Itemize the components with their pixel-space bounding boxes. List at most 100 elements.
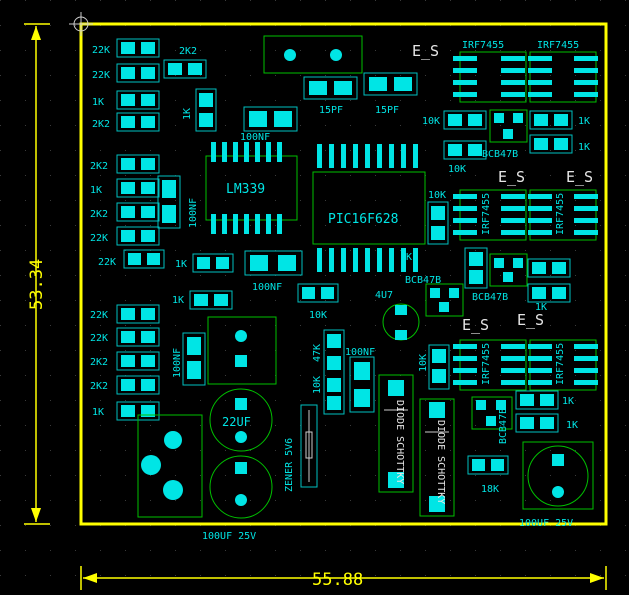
capacitor-15pf-1[interactable] (303, 76, 358, 100)
resistor-r29[interactable] (527, 258, 571, 278)
label-c-100nf-top: 100NF (240, 132, 270, 143)
resistor-r24[interactable] (529, 110, 573, 130)
height-dimension-label: 53.34 (27, 259, 47, 310)
capacitor-100nf-v[interactable] (157, 175, 181, 229)
resistor-r6[interactable] (195, 88, 217, 132)
label-4u7: 4U7 (375, 290, 393, 301)
mosfet-irf-4[interactable] (528, 189, 598, 241)
label-irf-5: IRF7455 (481, 343, 492, 385)
resistor-r9[interactable] (116, 202, 160, 222)
schottky-diode-1[interactable] (378, 374, 414, 493)
label-r27: 10K (428, 190, 446, 201)
resistor-r20[interactable] (323, 329, 345, 415)
label-irf-2: IRF7455 (537, 40, 579, 51)
resistor-r26[interactable] (529, 134, 573, 154)
resistor-r18[interactable] (116, 375, 160, 395)
resistor-r11[interactable] (123, 249, 165, 269)
resistor-r23[interactable] (443, 110, 487, 130)
capacitor-100uf-1[interactable] (209, 455, 273, 519)
capacitor-100uf-2[interactable] (522, 441, 594, 510)
board-outline[interactable] (79, 22, 608, 526)
resistor-r8[interactable] (116, 178, 160, 198)
resistor-r28[interactable] (464, 247, 488, 289)
label-r32: 1K (566, 420, 578, 431)
resistor-r3[interactable] (163, 59, 207, 79)
label-r8: 1K (90, 185, 102, 196)
resistor-r1[interactable] (116, 38, 160, 58)
label-r18: 2K2 (90, 381, 108, 392)
inductor-4u7[interactable] (382, 303, 420, 341)
label-r13: 1K (172, 295, 184, 306)
label-r33: 18K (481, 484, 499, 495)
resistor-r13[interactable] (189, 290, 233, 310)
resistor-r30[interactable] (527, 283, 571, 303)
resistor-r22[interactable] (428, 344, 450, 390)
transistor-bcb-3[interactable] (425, 283, 464, 317)
resistor-r31[interactable] (515, 390, 559, 410)
resistor-r19[interactable] (116, 401, 160, 421)
label-irf-1: IRF7455 (462, 40, 504, 51)
resistor-r33[interactable] (467, 455, 509, 475)
label-c-100uf-2: 100UF 25V (519, 518, 573, 529)
width-dimension-label: 55.88 (312, 570, 363, 590)
capacitor-100nf-top[interactable] (243, 106, 298, 132)
label-irf-6: IRF7455 (555, 343, 566, 385)
label-bcb-1: BCB47B (482, 149, 518, 160)
resistor-r14[interactable] (297, 283, 339, 303)
resistor-r17[interactable] (116, 351, 160, 371)
label-r-1k-h: 1K (400, 252, 412, 263)
resistor-r7[interactable] (116, 154, 160, 174)
transistor-bcb-1[interactable] (489, 109, 528, 143)
label-e-s-2: E_S (498, 168, 525, 186)
resistor-r4[interactable] (116, 90, 160, 110)
label-bcb-3: BCB47B (472, 292, 508, 303)
capacitor-lm-bottom[interactable] (244, 250, 303, 276)
mosfet-irf-6[interactable] (528, 339, 598, 391)
label-r4: 1K (92, 97, 104, 108)
transistor-bcb-4[interactable] (471, 396, 513, 430)
label-e-s-4: E_S (462, 316, 489, 334)
mosfet-irf-2[interactable] (528, 51, 598, 103)
vertical-dimension (24, 23, 50, 525)
ic-pic16f628[interactable] (312, 144, 426, 272)
crystal-footprint[interactable] (263, 35, 363, 74)
label-irf-3: IRF7455 (481, 193, 492, 235)
label-diode-1: DIODE SCHOTTKY (394, 400, 405, 484)
resistor-r15[interactable] (116, 304, 160, 324)
mosfet-irf-3[interactable] (453, 189, 527, 241)
label-e-s-3: E_S (566, 168, 593, 186)
capacitor-100nf-d[interactable] (349, 356, 375, 413)
label-diode-2: DIODE SCHOTTKY (435, 420, 446, 504)
label-r24: 1K (578, 116, 590, 127)
capacitor-100nf-c[interactable] (182, 332, 206, 386)
label-e-s-1: E_S (412, 42, 439, 60)
ic-lm339[interactable] (205, 142, 298, 234)
label-r15: 22K (90, 310, 108, 321)
resistor-r25[interactable] (443, 140, 487, 160)
label-e-s-5: E_S (517, 311, 544, 329)
label-zener: ZENER 5V6 (284, 438, 295, 492)
label-r7: 2K2 (90, 161, 108, 172)
label-c-100nf-c: 100NF (172, 348, 183, 378)
mosfet-irf-5[interactable] (453, 339, 527, 391)
label-r16: 22K (90, 333, 108, 344)
label-c-15pf-2: 15PF (375, 105, 399, 116)
resistor-r10[interactable] (116, 226, 160, 246)
resistor-r32[interactable] (515, 413, 559, 433)
resistor-r5[interactable] (116, 112, 160, 132)
resistor-r2[interactable] (116, 63, 160, 83)
transistor-bcb-2[interactable] (489, 253, 528, 287)
resistor-r12[interactable] (192, 253, 234, 273)
label-r23: 10K (422, 116, 440, 127)
schottky-diode-2[interactable] (419, 398, 455, 517)
label-r26: 1K (578, 142, 590, 153)
resistor-r27[interactable] (427, 201, 449, 245)
mosfet-irf-1[interactable] (453, 51, 527, 103)
zener-diode[interactable] (300, 404, 318, 488)
capacitor-22uf[interactable] (209, 388, 273, 452)
voltage-regulator[interactable] (207, 316, 277, 385)
capacitor-15pf-2[interactable] (363, 72, 418, 96)
power-connector[interactable] (137, 414, 203, 518)
resistor-r16[interactable] (116, 327, 160, 347)
